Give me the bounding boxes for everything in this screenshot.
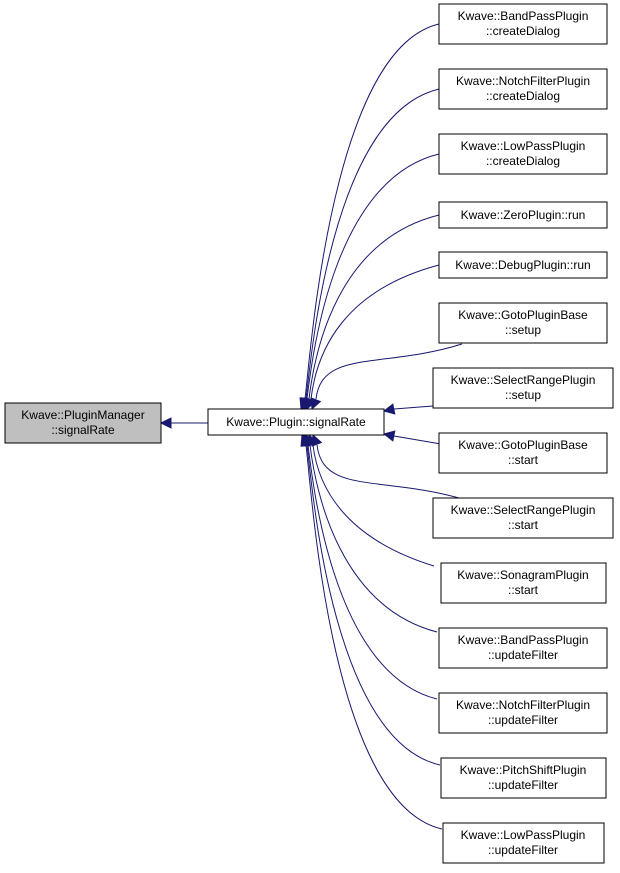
node-pitchshift-update-filter[interactable]: Kwave::PitchShiftPlugin ::updateFilter [440,757,607,799]
edge-arrowhead [300,433,312,447]
node-label-line1: Kwave::GotoPluginBase [458,438,588,452]
node-label-line2: ::start [508,583,539,597]
node-label-line2: ::updateFilter [488,648,558,662]
node-label-line2: ::updateFilter [488,713,558,727]
edge-arrowhead [382,430,396,442]
node-goto-plugin-base-setup[interactable]: Kwave::GotoPluginBase ::setup [438,302,608,344]
node-label-line2: ::setup [505,388,541,402]
edge-arrowhead [382,403,396,415]
node-label-line1: Kwave::ZeroPlugin::run [461,208,586,222]
edge-line [310,264,440,400]
node-sonagram-start[interactable]: Kwave::SonagramPlugin ::start [440,562,607,604]
node-label-line1: Kwave::Plugin::signalRate [226,415,366,429]
node-plugin-signal-rate[interactable]: Kwave::Plugin::signalRate [207,408,385,436]
edge-line [304,23,440,400]
edge-line [309,444,438,633]
node-goto-plugin-base-start[interactable]: Kwave::GotoPluginBase ::start [438,432,608,474]
edge-caller-to-plugin [299,23,440,411]
node-debug-plugin-run[interactable]: Kwave::DebugPlugin::run [438,251,608,279]
node-notchfilter-create-dialog[interactable]: Kwave::NotchFilterPlugin ::createDialog [438,68,608,110]
node-label-line2: ::signalRate [51,423,115,437]
edge-caller-to-plugin [305,264,440,411]
node-lowpass-create-dialog[interactable]: Kwave::LowPassPlugin ::createDialog [438,133,608,175]
node-label-line2: ::updateFilter [488,843,558,857]
node-plugin-manager-signal-rate[interactable]: Kwave::PluginManager ::signalRate [4,402,162,444]
node-notchfilter-update-filter[interactable]: Kwave::NotchFilterPlugin ::updateFilter [438,692,608,734]
node-label-line2: ::start [508,453,539,467]
node-bandpass-create-dialog[interactable]: Kwave::BandPassPlugin ::createDialog [438,3,608,45]
edge-plugin-to-plugin-manager [159,417,208,429]
edge-line [307,444,438,700]
edge-line [305,88,440,400]
edge-caller-to-plugin [382,403,434,415]
edge-caller-to-plugin [300,433,443,830]
node-label-line1: Kwave::NotchFilterPlugin [456,698,590,712]
edge-line [305,444,443,830]
edge-arrowhead [310,397,322,411]
edge-caller-to-plugin [301,153,440,411]
edge-line [306,444,441,766]
node-label-line1: Kwave::PluginManager [21,408,144,422]
node-label-line2: ::start [508,518,539,532]
node-label-line2: ::setup [505,323,541,337]
node-label-line1: Kwave::SonagramPlugin [457,568,588,582]
edge-line [393,405,434,410]
edge-caller-to-plugin [303,214,440,411]
edge-caller-to-plugin [301,433,441,766]
node-label-line1: Kwave::LowPassPlugin [461,139,586,153]
node-lowpass-update-filter[interactable]: Kwave::LowPassPlugin ::updateFilter [442,822,605,864]
edge-line [306,153,440,400]
node-select-range-setup[interactable]: Kwave::SelectRangePlugin ::setup [432,367,614,409]
node-label-line2: ::createDialog [486,24,560,38]
node-label-line1: Kwave::BandPassPlugin [458,633,589,647]
edge-line [308,214,440,400]
node-label-line1: Kwave::GotoPluginBase [458,308,588,322]
node-label-line2: ::createDialog [486,154,560,168]
edge-caller-to-plugin [302,433,438,700]
node-label-line1: Kwave::NotchFilterPlugin [456,74,590,88]
edge-line [316,444,467,501]
node-label-line2: ::updateFilter [488,778,558,792]
node-label-line1: Kwave::LowPassPlugin [461,828,586,842]
edge-caller-to-plugin [310,343,463,411]
node-zero-plugin-run[interactable]: Kwave::ZeroPlugin::run [438,201,608,229]
node-select-range-start[interactable]: Kwave::SelectRangePlugin ::start [432,497,614,539]
node-label-line1: Kwave::SelectRangePlugin [451,373,596,387]
edge-arrowhead [159,417,172,429]
node-label-line1: Kwave::SelectRangePlugin [451,503,596,517]
edge-caller-to-plugin [382,430,442,445]
node-label-line2: ::createDialog [486,89,560,103]
edge-line [393,435,442,445]
node-label-line1: Kwave::DebugPlugin::run [455,258,590,272]
node-label-line1: Kwave::BandPassPlugin [458,9,589,23]
node-bandpass-update-filter[interactable]: Kwave::BandPassPlugin ::updateFilter [438,627,608,669]
edge-line [312,444,435,567]
edge-line [315,343,463,400]
node-label-line1: Kwave::PitchShiftPlugin [460,763,587,777]
edge-caller-to-plugin [307,433,435,567]
